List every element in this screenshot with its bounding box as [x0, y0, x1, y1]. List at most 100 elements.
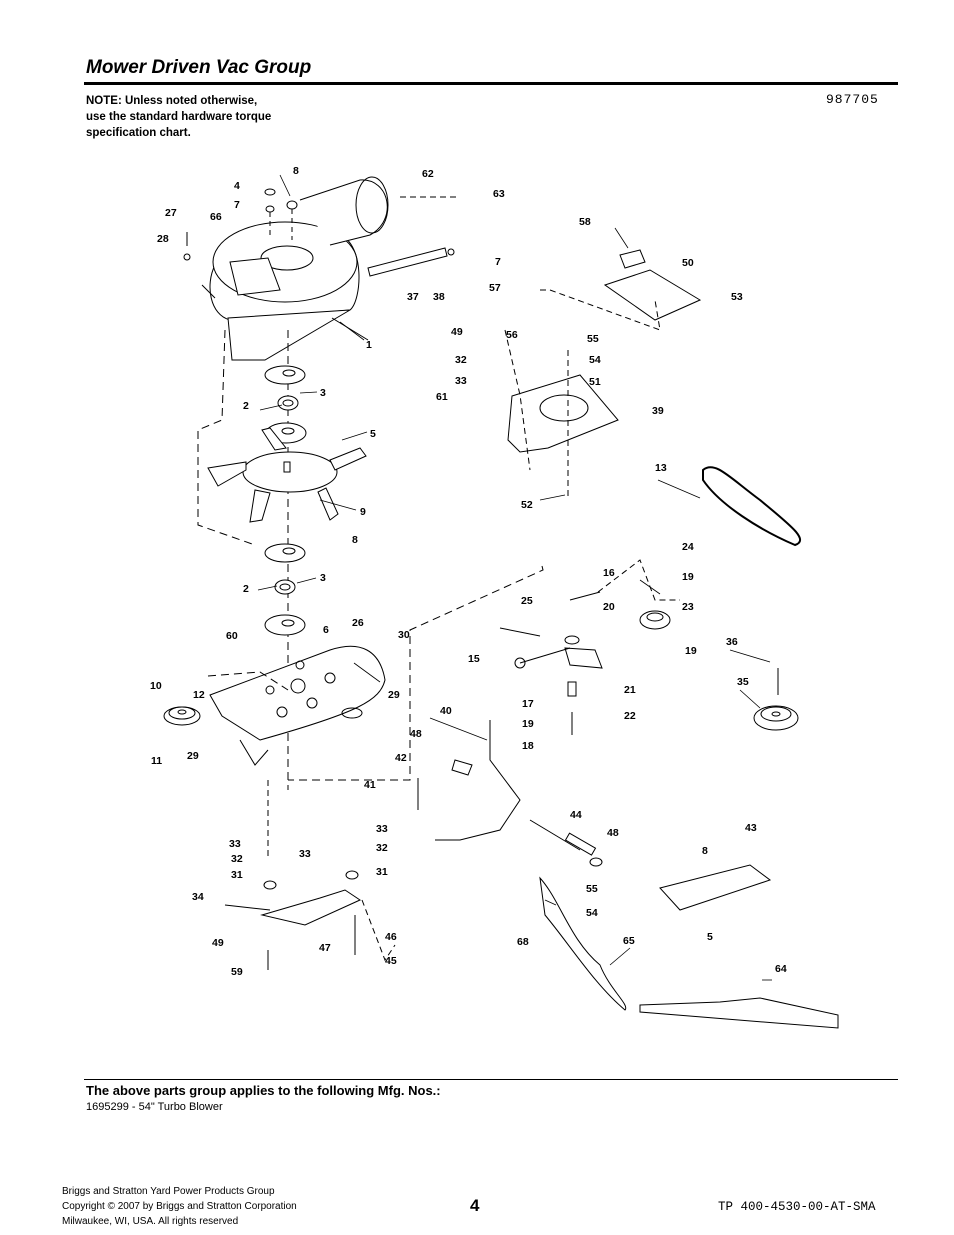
callout-8: 8	[293, 165, 299, 177]
callout-2-lower: 2	[243, 583, 249, 595]
callout-7-right: 7	[495, 256, 501, 268]
drawing-number: 987705	[826, 92, 879, 107]
callout-21: 21	[624, 684, 636, 696]
callout-22: 22	[624, 710, 636, 722]
callout-11: 11	[151, 755, 162, 767]
callout-48-right: 48	[607, 827, 619, 839]
callout-26: 26	[352, 617, 364, 629]
callout-31-right: 31	[376, 866, 388, 878]
lower-bracket-47	[224, 780, 396, 970]
callout-64: 64	[775, 963, 787, 975]
callout-65: 65	[623, 935, 635, 947]
callout-5: 5	[370, 428, 376, 440]
page-title: Mower Driven Vac Group	[86, 57, 312, 78]
callout-8-right: 8	[702, 845, 708, 857]
callout-35: 35	[737, 676, 749, 688]
footer-copyright: Briggs and Stratton Yard Power Products …	[62, 1186, 297, 1227]
callout-1: 1	[366, 339, 372, 351]
callout-54-lower: 54	[586, 907, 598, 919]
callout-49-top: 49	[451, 326, 463, 338]
document-id: TP 400-4530-00-AT-SMA	[718, 1200, 876, 1214]
callout-55-lower: 55	[586, 883, 598, 895]
callout-48: 48	[410, 728, 422, 740]
callout-32-left: 32	[231, 853, 243, 865]
callout-53: 53	[731, 291, 743, 303]
callout-59: 59	[231, 966, 243, 978]
page-number: 4	[470, 1196, 480, 1215]
callout-57: 57	[489, 282, 501, 294]
callout-40: 40	[440, 705, 452, 717]
callout-42: 42	[395, 752, 407, 764]
callout-2: 2	[243, 400, 249, 412]
callout-46: 46	[385, 931, 397, 943]
callout-25: 25	[521, 595, 533, 607]
callout-15: 15	[468, 653, 480, 665]
callout-37: 37	[407, 291, 419, 303]
impeller	[207, 427, 367, 523]
callout-13: 13	[655, 462, 667, 474]
callout-24: 24	[682, 541, 694, 553]
callout-3: 3	[320, 387, 326, 399]
callout-55: 55	[587, 333, 599, 345]
callout-66: 66	[210, 211, 222, 223]
callout-10: 10	[150, 680, 162, 692]
callout-58: 58	[579, 216, 591, 228]
callout-45: 45	[385, 955, 397, 967]
callout-30: 30	[398, 629, 410, 641]
callout-4: 4	[234, 180, 240, 192]
callout-43: 43	[745, 822, 757, 834]
callout-62: 62	[422, 168, 434, 180]
callout-33-right: 33	[376, 823, 388, 835]
callout-5-lower: 5	[707, 931, 713, 943]
torque-note: NOTE: Unless noted otherwise, use the st…	[86, 95, 272, 139]
callout-36: 36	[726, 636, 738, 648]
callout-6: 6	[323, 624, 329, 636]
callout-56: 56	[506, 329, 518, 341]
callout-33-left: 33	[229, 838, 241, 850]
callout-39: 39	[652, 405, 664, 417]
callout-51: 51	[589, 376, 601, 388]
callout-60: 60	[226, 630, 238, 642]
callout-29: 29	[388, 689, 400, 701]
callout-18: 18	[522, 740, 534, 752]
callout-41: 41	[364, 779, 376, 791]
callout-23: 23	[682, 601, 694, 613]
callout-31: 31	[231, 869, 243, 881]
callout-47: 47	[319, 942, 331, 954]
exploded-parts-diagram: 1 2 3 4 5 6 7 8 9 10 11 12 13 15 16 17 1…	[150, 165, 839, 1029]
callout-19: 19	[522, 718, 534, 730]
callout-68: 68	[517, 936, 529, 948]
mfg-number: 1695299 - 54" Turbo Blower	[86, 1101, 223, 1113]
pulley-35	[753, 668, 799, 731]
callout-33: 33	[455, 375, 467, 387]
callout-17: 17	[522, 698, 534, 710]
callout-49: 49	[212, 937, 224, 949]
callout-54: 54	[589, 354, 601, 366]
callout-9: 9	[360, 506, 366, 518]
callout-34: 34	[192, 891, 204, 903]
callout-32: 32	[455, 354, 467, 366]
lift-rod-assembly	[417, 720, 603, 867]
callout-8-mid: 8	[352, 534, 358, 546]
callout-50: 50	[682, 257, 694, 269]
callout-12: 12	[193, 689, 205, 701]
mount-bracket-39	[507, 350, 619, 500]
callout-3-lower: 3	[320, 572, 326, 584]
callout-29-left: 29	[187, 750, 199, 762]
callout-33-mid: 33	[299, 848, 311, 860]
callout-52: 52	[521, 499, 533, 511]
pulley-10	[163, 706, 201, 726]
callout-16: 16	[603, 567, 615, 579]
callout-32-right: 32	[376, 842, 388, 854]
idler-assembly	[499, 559, 680, 735]
callout-28: 28	[157, 233, 169, 245]
callout-63: 63	[493, 188, 505, 200]
callout-61: 61	[436, 391, 448, 403]
callout-19-top: 19	[682, 571, 694, 583]
title-rule	[84, 82, 898, 85]
applies-rule	[84, 1079, 898, 1080]
callout-44: 44	[570, 809, 582, 821]
callout-38: 38	[433, 291, 445, 303]
callout-27: 27	[165, 207, 177, 219]
deck-plate	[209, 645, 386, 766]
